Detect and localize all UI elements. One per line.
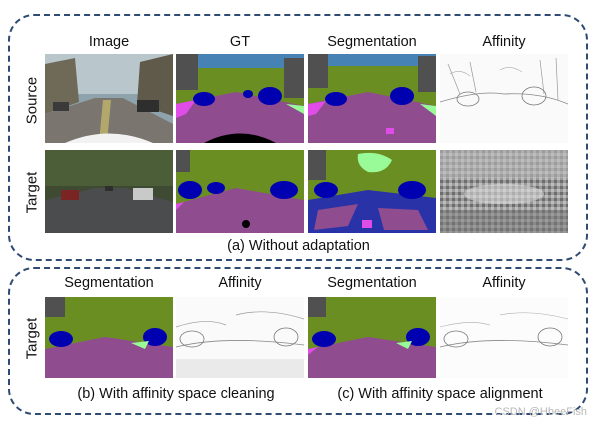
bottom-col-header-affinity-c: Affinity [482, 275, 526, 291]
source-segmentation [308, 54, 436, 143]
bottom-row-label-target: Target [23, 317, 41, 360]
col-header-image: Image [88, 34, 130, 50]
cleaning-affinity [176, 297, 304, 378]
source-gt [176, 54, 304, 143]
bottom-col-header-segmentation-c: Segmentation [327, 275, 417, 291]
source-affinity [440, 54, 568, 143]
bottom-panel-frame [8, 267, 588, 415]
row-label-target: Target [23, 171, 41, 214]
target-affinity [440, 150, 568, 233]
row-label-source: Source [23, 76, 41, 125]
col-header-segmentation: Segmentation [327, 34, 417, 50]
caption-affinity-cleaning: (b) With affinity space cleaning [77, 386, 275, 402]
alignment-affinity [440, 297, 568, 378]
watermark: CSDN @HbeeFish [494, 406, 587, 418]
source-image [45, 54, 173, 143]
target-segmentation [308, 150, 436, 233]
cleaning-segmentation [45, 297, 173, 378]
target-gt [176, 150, 304, 233]
caption-without-adaptation: (a) Without adaptation [227, 238, 370, 254]
top-panel-frame [8, 14, 588, 261]
col-header-gt: GT [229, 34, 251, 50]
bottom-col-header-segmentation-b: Segmentation [64, 275, 154, 291]
col-header-affinity: Affinity [482, 34, 526, 50]
target-image [45, 150, 173, 233]
bottom-col-header-affinity-b: Affinity [218, 275, 262, 291]
alignment-segmentation [308, 297, 436, 378]
caption-affinity-alignment: (c) With affinity space alignment [337, 386, 543, 402]
